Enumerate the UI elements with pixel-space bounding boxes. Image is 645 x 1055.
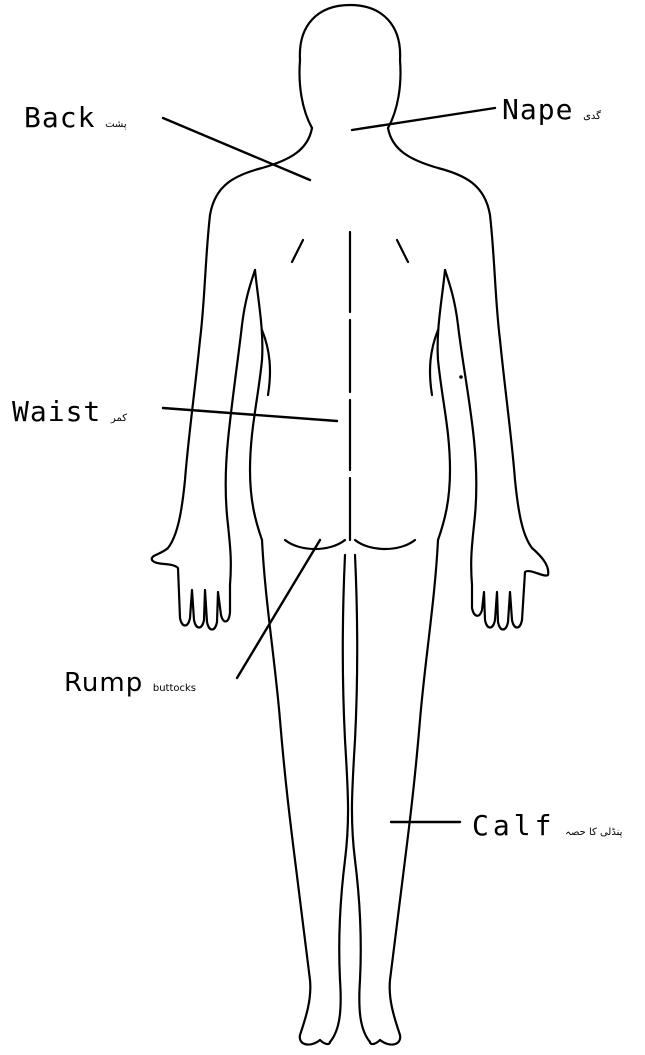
label-waist-ur: کمر	[111, 413, 127, 424]
label-waist-en: Waist	[12, 395, 101, 428]
label-calf-ur: پنڈلی کا حصہ	[565, 827, 622, 838]
label-calf-en: Calf	[472, 809, 555, 842]
label-back-en: Back	[24, 101, 95, 134]
back-leader-line	[163, 118, 310, 180]
label-nape-ur: گدی	[583, 111, 601, 122]
label-rump: Rump buttocks	[64, 670, 196, 696]
label-back: Back پشت	[24, 104, 127, 132]
label-back-ur: پشت	[105, 119, 127, 130]
label-rump-en: Rump	[64, 668, 143, 698]
label-waist: Waist کمر	[12, 398, 127, 426]
label-nape: Nape گدی	[502, 96, 601, 124]
waist-leader-line	[163, 408, 337, 421]
label-rump-note: buttocks	[153, 683, 196, 694]
rump-leader-line	[237, 540, 320, 678]
label-nape-en: Nape	[502, 93, 573, 126]
label-calf: Calf پنڈلی کا حصہ	[472, 812, 622, 840]
nape-leader-line	[352, 108, 495, 130]
mark-dot	[459, 375, 463, 379]
